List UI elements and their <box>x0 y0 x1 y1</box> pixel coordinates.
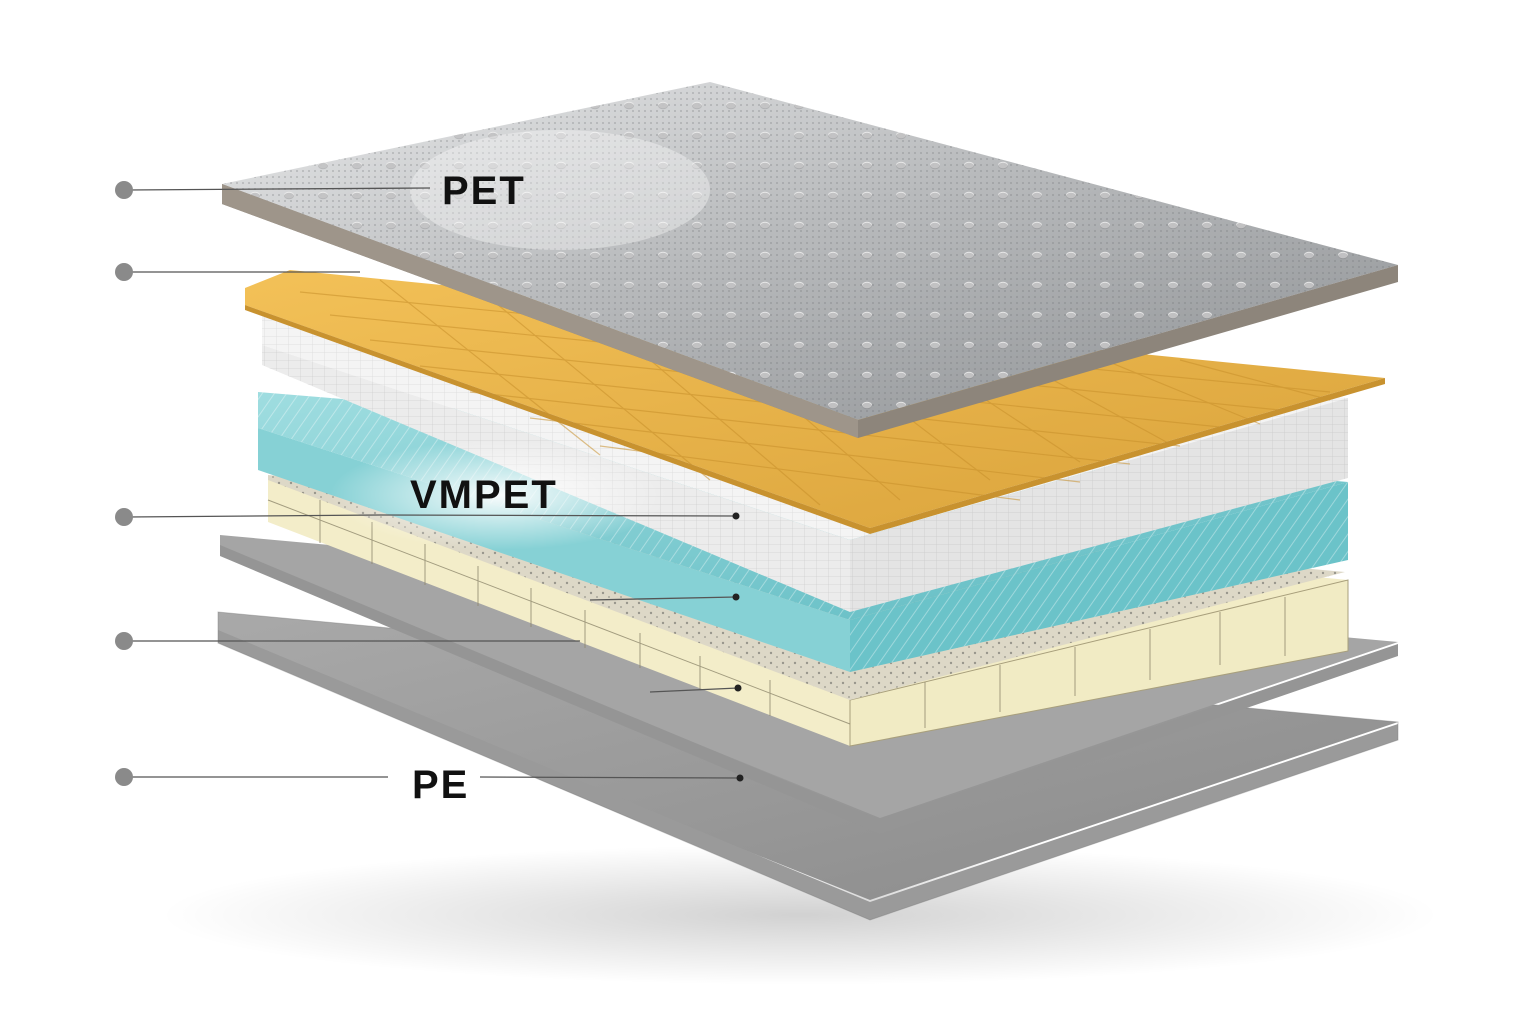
marker-dot <box>115 181 133 199</box>
anchor-dot <box>732 593 740 601</box>
leader-line-pet <box>123 187 431 191</box>
marker-dot <box>115 508 133 526</box>
layer-pet-top <box>222 82 1398 438</box>
leader-line-4b <box>589 596 737 601</box>
tile-grid-lines <box>267 499 1286 728</box>
anchor-dot <box>734 684 742 692</box>
sheen-highlight <box>410 130 710 250</box>
leader-line-pe-b <box>479 776 741 779</box>
label-pe: PE <box>412 763 469 807</box>
label-vmpet: VMPET <box>410 473 558 517</box>
vmpet-glow <box>330 440 670 550</box>
anchor-dot <box>732 512 740 520</box>
label-pet: PET <box>442 169 526 213</box>
anchor-dot <box>736 774 744 782</box>
ground-shadow <box>160 845 1440 985</box>
leader-line-3 <box>123 514 381 518</box>
callouts <box>123 187 741 779</box>
leader-line-4c <box>649 687 739 693</box>
marker-dot <box>115 768 133 786</box>
marker-dot <box>115 263 133 281</box>
leader-line-3b <box>379 514 737 517</box>
markers <box>115 181 744 786</box>
marker-dot <box>115 632 133 650</box>
